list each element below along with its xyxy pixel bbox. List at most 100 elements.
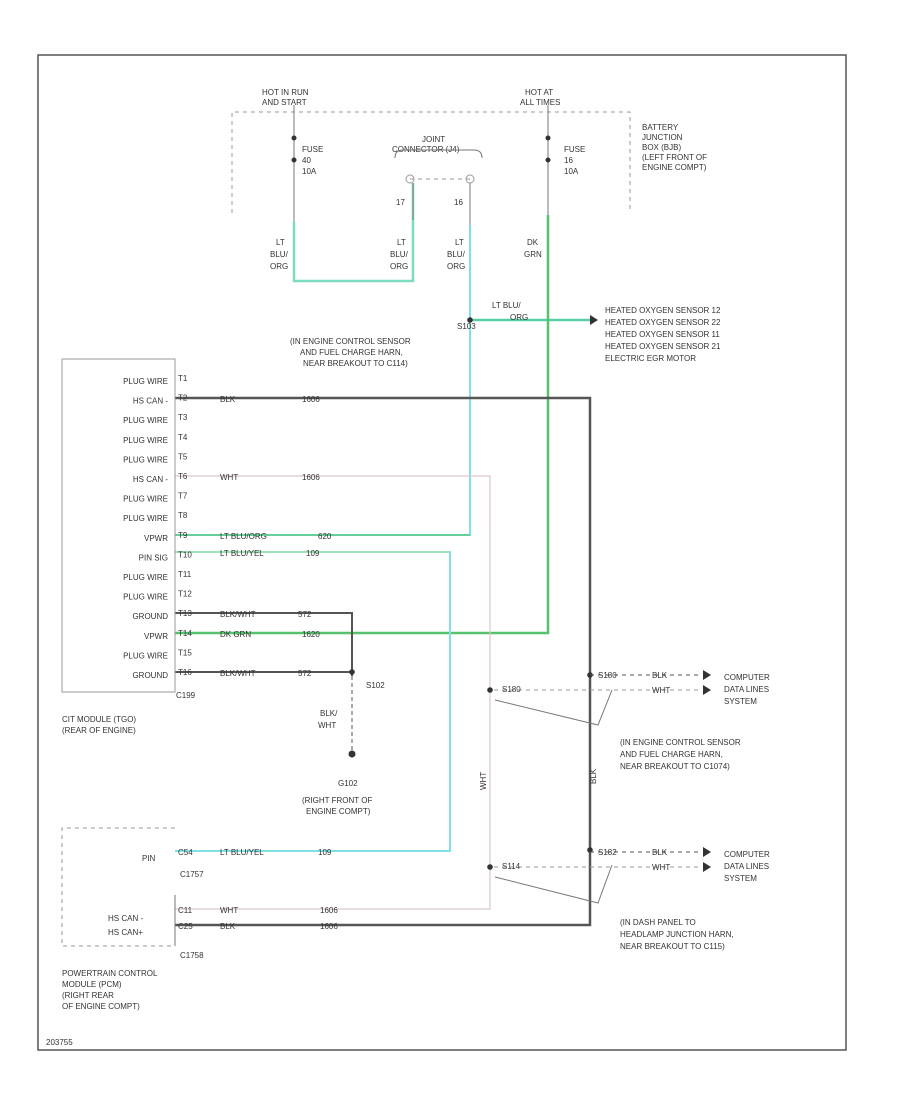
wire-label-1b: BLU/ [270, 250, 289, 259]
wire-label-3: LT [455, 238, 464, 247]
wire-t2-color: BLK [220, 395, 236, 404]
hos-21-label: HEATED OXYGEN SENSOR 21 [605, 342, 721, 351]
data-link-upper-w2: WHT [652, 686, 670, 695]
hos-22-label: HEATED OXYGEN SENSOR 22 [605, 318, 721, 327]
pcm-pin-c25: C25 [178, 922, 193, 931]
cop-pin-label: T7 [178, 492, 188, 501]
data-link-lower-target: COMPUTER [724, 850, 770, 859]
ground-wire-color: BLK/ [320, 709, 338, 718]
dk-grn-main-wire [175, 215, 550, 635]
splice-s114-desc-2: HEADLAMP JUNCTION HARN, [620, 930, 734, 939]
pcm-module-label: POWERTRAIN CONTROL [62, 969, 158, 978]
joint-connector-body [394, 149, 483, 159]
data-link-lower-arrow-1 [703, 847, 711, 857]
splice-s114-desc-3: NEAR BREAKOUT TO C115) [620, 942, 725, 951]
cop-row-label: PIN SIG [139, 553, 168, 562]
cop-row-label: PLUG WIRE [123, 651, 168, 660]
hot-all-times-label-2: ALL TIMES [520, 98, 560, 107]
pcm-wire-hs-plus-color: BLK [220, 922, 236, 931]
cop-row-label: PLUG WIRE [123, 455, 168, 464]
hot-all-times-label: HOT AT [525, 88, 553, 97]
cop-pin-label: T12 [178, 590, 192, 599]
pcm-wire-hs-minus-color: WHT [220, 906, 238, 915]
wire-label-2: LT [397, 238, 406, 247]
s180-leader [494, 689, 613, 726]
fuse-16-rating: 10A [564, 167, 579, 176]
pcm-label-hs-plus: HS CAN+ [108, 928, 143, 937]
wire-t9-circuit: 620 [318, 532, 332, 541]
ground-t13-wire [175, 612, 353, 676]
wire-label-3c: ORG [447, 262, 465, 271]
battery-junction-box-outline [231, 111, 631, 213]
splice-s114-label: S114 [502, 862, 521, 871]
wire-t16-circuit: 572 [298, 669, 312, 678]
cop-pin-label: T13 [178, 609, 192, 618]
diagram-frame [37, 54, 847, 1051]
wire-t9-color: LT BLU/ORG [220, 532, 267, 541]
pcm-label-pin: PIN [142, 854, 156, 863]
splice-s114-desc: (IN DASH PANEL TO [620, 918, 696, 927]
wire-t10-color: LT BLU/YEL [220, 549, 264, 558]
lt-blu-org-main-wire [175, 225, 471, 536]
data-link-upper-target: COMPUTER [724, 673, 770, 682]
splice-s114-blk-dot [587, 847, 593, 853]
splice-s103-label: S103 [457, 322, 476, 331]
joint-cavity-16-label: 16 [454, 198, 463, 207]
g102-desc-2: ENGINE COMPT) [306, 807, 371, 816]
data-link-lower-w2: WHT [652, 863, 670, 872]
splice-s103-desc: (IN ENGINE CONTROL SENSOR [290, 337, 411, 346]
vertical-wht-label: WHT [479, 772, 488, 790]
cop-row-label: VPWR [144, 632, 168, 641]
cop-row-label: PLUG WIRE [123, 593, 168, 602]
wire-t13-circuit: 572 [298, 610, 312, 619]
cop-module-label: CIT MODULE (TGO) [62, 715, 136, 724]
fuse-40-terminal-bottom [291, 157, 297, 163]
figure-id: 203755 [46, 1038, 73, 1047]
data-link-lower-target-3: SYSTEM [724, 874, 757, 883]
pcm-wire-pin-color: LT BLU/YEL [220, 848, 264, 857]
wire-label-5: LT BLU/ [492, 301, 521, 310]
fuse-40-rating: 10A [302, 167, 317, 176]
hot-in-run-label: HOT IN RUN [262, 88, 309, 97]
wire-t6-color: WHT [220, 473, 238, 482]
cop-row-label: PLUG WIRE [123, 416, 168, 425]
cop-pin-label: T9 [178, 531, 188, 540]
bjb-label-3: BOX (BJB) [642, 143, 681, 152]
data-link-upper-target-3: SYSTEM [724, 697, 757, 706]
bjb-label: BATTERY [642, 123, 679, 132]
wire-t16-color: BLK/WHT [220, 669, 256, 678]
cop-pin-label: T4 [178, 433, 188, 442]
cop-pin-label: T10 [178, 550, 192, 559]
wire-label-4: DK [527, 238, 539, 247]
cop-row-label: VPWR [144, 534, 168, 543]
splice-s180-label: S180 [502, 685, 521, 694]
fuse-16-label: FUSE [564, 145, 585, 154]
fuse-40-label: FUSE [302, 145, 323, 154]
cop-pin-label: T5 [178, 452, 188, 461]
splice-s180-desc-3: NEAR BREAKOUT TO C1074) [620, 762, 730, 771]
pcm-label-hs-minus: HS CAN - [108, 914, 143, 923]
cop-pin-label: T2 [178, 394, 188, 403]
pcm-wire-hs-minus-circuit: 1606 [320, 906, 338, 915]
data-link-upper-arrow-2 [703, 685, 711, 695]
wire-label-2b: BLU/ [390, 250, 409, 259]
hos-arrow [590, 315, 598, 325]
fuse-40-number: 40 [302, 156, 311, 165]
data-link-upper-arrow-1 [703, 670, 711, 680]
hot-in-run-label-2: AND START [262, 98, 307, 107]
wire-label-4b: GRN [524, 250, 542, 259]
cop-row-label: PLUG WIRE [123, 514, 168, 523]
data-link-upper-w1: BLK [652, 671, 668, 680]
splice-s180-wht-dot [487, 687, 493, 693]
wire-label-5b: ORG [510, 313, 528, 322]
pcm-pin-c11: C11 [178, 906, 193, 915]
cop-row-label: GROUND [132, 671, 168, 680]
splice-s103-dot [467, 317, 473, 323]
joint-cavity-17-label: 17 [396, 198, 405, 207]
wire-t2-circuit: 1606 [302, 395, 320, 404]
cop-row-label: GROUND [132, 612, 168, 621]
g102-label: G102 [338, 779, 358, 788]
hos-11-label: HEATED OXYGEN SENSOR 11 [605, 330, 720, 339]
wire-t14-circuit: 1620 [302, 630, 320, 639]
cop-pin-label: T11 [178, 570, 192, 579]
